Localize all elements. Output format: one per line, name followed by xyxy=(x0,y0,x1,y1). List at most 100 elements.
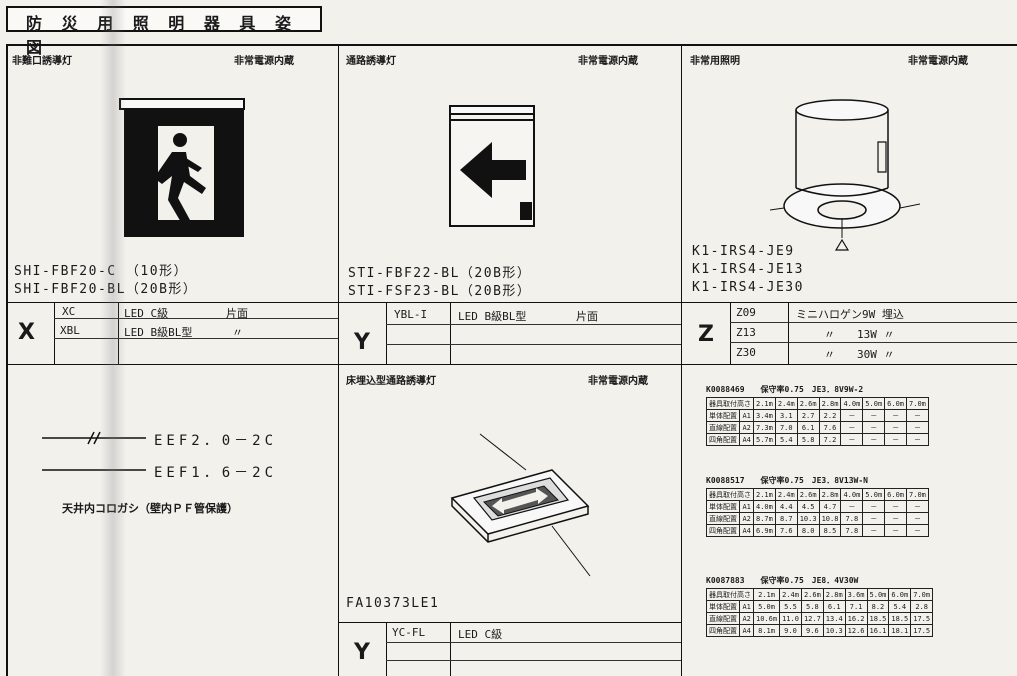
exit-light-model-2: SHI-FBF20-BL（20B形） xyxy=(14,282,198,297)
wiring-note: 天井内コロガシ（壁内ＰＦ管保護） xyxy=(62,502,238,515)
spec-cell: 直線配置 xyxy=(705,421,741,434)
spec-cell: 8.1m xyxy=(752,624,781,637)
spec-cell: － xyxy=(906,421,929,434)
spec-cell: 5.5 xyxy=(779,600,802,613)
spec-column-header: 2.6m xyxy=(796,397,820,410)
emergency-light-code: Z xyxy=(698,322,714,347)
spec-cell: 単体配置 xyxy=(705,409,741,422)
column-divider-2 xyxy=(681,44,682,676)
code-col-divider xyxy=(386,622,387,676)
spec-cell: 17.5 xyxy=(910,624,934,637)
row-divider-1 xyxy=(6,302,1017,303)
code-col-divider xyxy=(450,302,451,364)
passage-row-desc: LED B級BL型 xyxy=(458,310,527,323)
spec-cell: － xyxy=(840,421,864,434)
spec-cell: 四角配置 xyxy=(705,524,741,537)
spec-cell: A4 xyxy=(739,433,754,446)
spec-cell: 5.8 xyxy=(796,433,820,446)
code-row-divider xyxy=(338,622,681,623)
spec-cell: － xyxy=(862,421,886,434)
spec-cell: － xyxy=(862,409,886,422)
spec-column-header: 2.8m xyxy=(818,397,842,410)
spec-cell: 単体配置 xyxy=(705,600,741,613)
spec-cell: － xyxy=(906,524,929,537)
spec-cell: 4.4 xyxy=(774,500,798,513)
spec-column-header: 7.0m xyxy=(910,588,934,601)
spec-cell: 11.0 xyxy=(779,612,802,625)
emergency-light-model-3: K1-IRS4-JE30 xyxy=(692,280,804,295)
floor-light-illustration xyxy=(450,433,591,577)
spec-column-header: 5.0m xyxy=(862,397,886,410)
spec-cell: 5.7m xyxy=(753,433,776,446)
spec-cell: 8.7m xyxy=(753,512,776,525)
spec-cell: A1 xyxy=(739,500,754,513)
spec-column-header: 2.1m xyxy=(753,397,776,410)
spec-column-header: 2.4m xyxy=(774,488,798,501)
spec-column-header: 4.0m xyxy=(840,488,864,501)
spec-column-header: 6.0m xyxy=(884,397,908,410)
wiring-line-2: EEF1．6－2C xyxy=(154,465,278,481)
spec-column-header: 2.1m xyxy=(753,488,776,501)
spec-column-header: 2.8m xyxy=(822,588,846,601)
spec-cell: A4 xyxy=(739,624,754,637)
code-col-divider xyxy=(54,302,55,364)
spec-column-header: 器具取付高さ xyxy=(706,488,754,501)
spec-cell: 6.9m xyxy=(753,524,776,537)
spec-cell: 3.1 xyxy=(774,409,798,422)
spec-cell: － xyxy=(840,500,864,513)
passage-light-code: Y xyxy=(354,330,370,355)
spec-cell: － xyxy=(884,500,908,513)
code-row-divider xyxy=(54,338,338,339)
drawing-frame xyxy=(6,44,1017,676)
emergency-row-code: Z09 xyxy=(736,306,756,319)
spec-cell: 7.6 xyxy=(774,524,798,537)
emergency-light-name: 非常用照明 xyxy=(690,56,740,67)
exit-light-code: X xyxy=(18,320,35,345)
spec-cell: A2 xyxy=(739,612,754,625)
spec-column-header: 2.6m xyxy=(800,588,824,601)
spec-cell: A1 xyxy=(739,409,754,422)
spec-cell: － xyxy=(884,421,908,434)
spec-cell: 7.6 xyxy=(818,421,842,434)
spec-cell: － xyxy=(862,433,886,446)
spec-cell: － xyxy=(906,409,929,422)
spec-cell: 4.7 xyxy=(818,500,842,513)
spec-column-header: 2.8m xyxy=(818,488,842,501)
spec-cell: 13.4 xyxy=(822,612,846,625)
spec-cell: 8.7 xyxy=(774,512,798,525)
passage-light-name: 通路誘導灯 xyxy=(346,56,396,67)
spec-cell: 9.6 xyxy=(800,624,824,637)
spec-cell: 7.2 xyxy=(818,433,842,446)
spec-cell: － xyxy=(884,512,908,525)
spec-cell: 2.8 xyxy=(910,600,934,613)
spec-cell: － xyxy=(840,433,864,446)
exit-row-desc: LED B級BL型 xyxy=(124,326,193,339)
spec-cell: 4.5 xyxy=(796,500,820,513)
exit-light-illustration xyxy=(119,98,245,237)
spec-cell: 5.4 xyxy=(774,433,798,446)
spec-cell: 10.3 xyxy=(796,512,820,525)
code-col-divider xyxy=(450,622,451,676)
spec-column-header: 2.6m xyxy=(796,488,820,501)
floor-light-note: 非常電源内蔵 xyxy=(588,376,648,387)
code-row-divider xyxy=(386,324,681,325)
spec-cell: 四角配置 xyxy=(705,433,741,446)
spec-cell: － xyxy=(884,524,908,537)
spec-cell: 16.2 xyxy=(844,612,868,625)
spec-cell: 7.3m xyxy=(753,421,776,434)
spec-cell: 7.1 xyxy=(844,600,868,613)
spec-cell: 6.1 xyxy=(796,421,820,434)
spec-cell: 17.5 xyxy=(910,612,934,625)
emergency-row-desc: 〃 30W 〃 xyxy=(824,348,895,361)
spec-table-header: K0088517 保守率0.75 JE3．8V13W-N xyxy=(706,476,868,485)
floor-light-code: Y xyxy=(354,640,370,665)
emergency-light-illustration xyxy=(770,99,920,251)
spec-column-header: 7.0m xyxy=(906,488,929,501)
row-divider-2 xyxy=(6,364,1017,365)
